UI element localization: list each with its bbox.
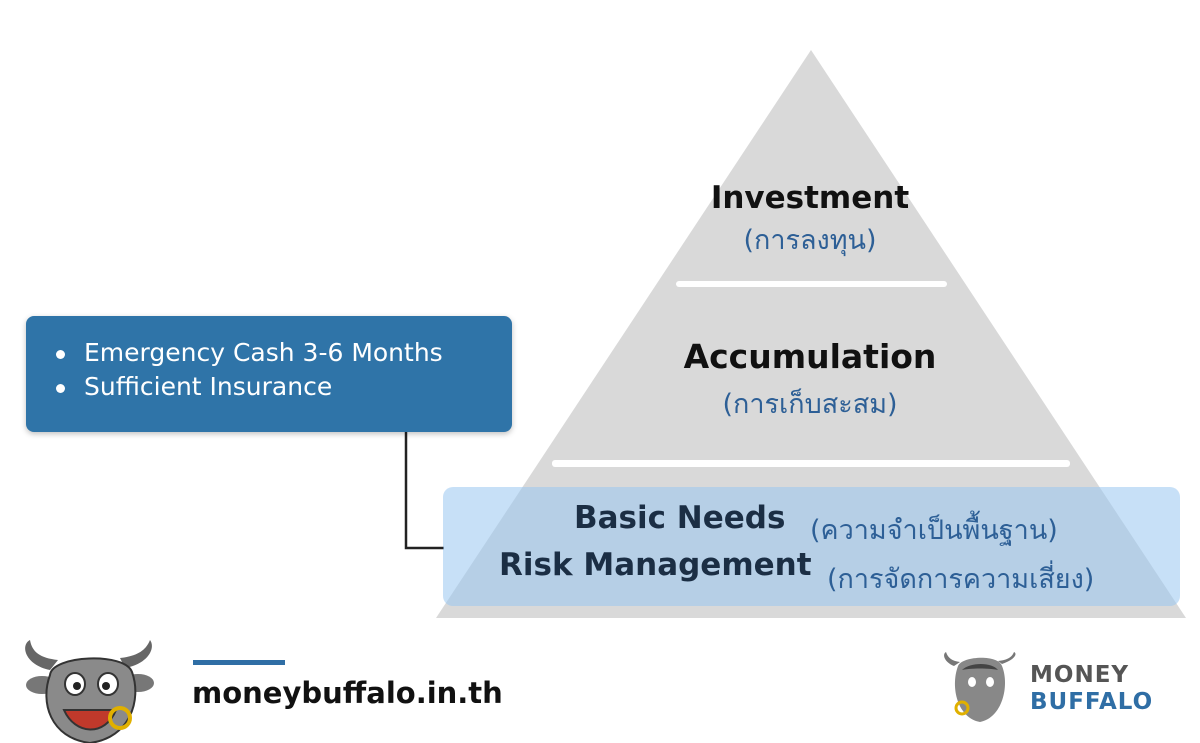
brand-wordmark-money: MONEY bbox=[1030, 662, 1130, 688]
brand-wordmark: MONEY BUFFALO bbox=[1030, 662, 1153, 716]
tier-accumulation-sublabel: (การเก็บสะสม) bbox=[722, 389, 898, 420]
site-underline-accent bbox=[193, 660, 285, 665]
bullet-icon bbox=[56, 384, 65, 393]
tier-basic-needs-sublabel: (ความจำเป็นพื้นฐาน) bbox=[810, 515, 1058, 546]
list-item: Emergency Cash 3-6 Months bbox=[56, 336, 443, 370]
info-item-insurance: Sufficient Insurance bbox=[84, 372, 333, 401]
buffalo-mascot-icon bbox=[25, 640, 154, 743]
tier-divider-middle bbox=[552, 460, 1070, 467]
pyramid-shape bbox=[436, 50, 1186, 618]
tier-basic-needs-highlight bbox=[443, 487, 1180, 606]
money-buffalo-logo-icon bbox=[944, 652, 1016, 722]
connector-line bbox=[404, 432, 444, 550]
tier-accumulation-label: Accumulation bbox=[683, 337, 937, 376]
tier-basic-needs-label: Basic Needs bbox=[574, 500, 786, 536]
tier-risk-management-sublabel: (การจัดการความเสี่ยง) bbox=[827, 564, 1095, 595]
brand-wordmark-buffalo: BUFFALO bbox=[1030, 689, 1154, 715]
info-list: Emergency Cash 3-6 Months Sufficient Ins… bbox=[56, 336, 443, 404]
tier-investment: Investment (การลงทุน) bbox=[660, 180, 960, 261]
bullet-icon bbox=[56, 350, 65, 359]
info-item-emergency-cash: Emergency Cash 3-6 Months bbox=[84, 338, 443, 367]
tier-accumulation: Accumulation (การเก็บสะสม) bbox=[610, 337, 1010, 425]
website-url[interactable]: moneybuffalo.in.th bbox=[192, 676, 503, 710]
tier-divider-top bbox=[676, 281, 947, 287]
list-item: Sufficient Insurance bbox=[56, 370, 443, 404]
tier-investment-label: Investment bbox=[710, 180, 910, 216]
tier-risk-management-label: Risk Management bbox=[499, 547, 812, 583]
tier-investment-sublabel: (การลงทุน) bbox=[743, 225, 877, 256]
basic-needs-info-box: Emergency Cash 3-6 Months Sufficient Ins… bbox=[26, 316, 512, 432]
